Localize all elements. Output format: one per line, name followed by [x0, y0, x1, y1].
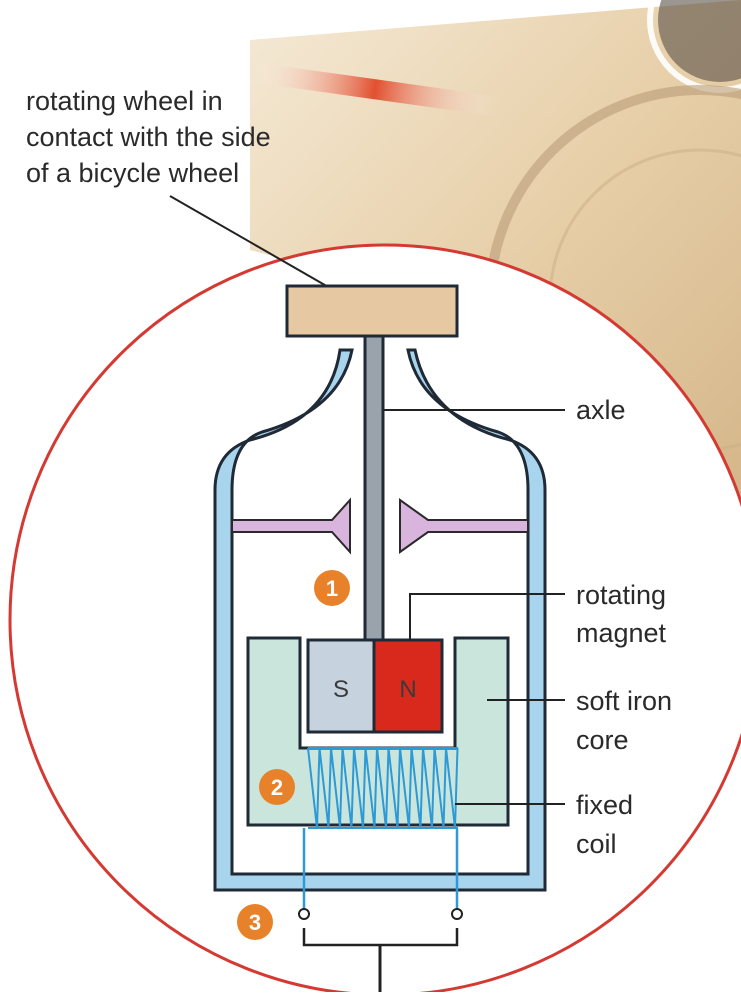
axle-label: axle	[576, 395, 626, 425]
step-badge-2: 2	[259, 769, 295, 805]
callout-line-2: contact with the side	[26, 122, 271, 152]
callout-line-1: rotating wheel in	[26, 86, 223, 116]
core-label-line-2: core	[576, 725, 629, 755]
coil-label-line-2: coil	[576, 829, 617, 859]
left-terminal	[298, 908, 310, 920]
coil-label-line-1: fixed	[576, 790, 633, 820]
right-terminal	[451, 908, 463, 920]
core-label-line-1: soft iron	[576, 686, 672, 716]
magnet-north-pole	[372, 638, 444, 734]
step-badge-1: 1	[314, 570, 350, 606]
output-wires	[302, 828, 459, 910]
axle	[363, 334, 385, 642]
rotating-wheel-cap	[285, 284, 459, 338]
magnet-label-line-1: rotating	[576, 580, 666, 610]
dynamo-casing	[213, 348, 547, 892]
magnet-label-line-2: magnet	[576, 618, 667, 648]
magnet-north-label: N	[399, 676, 416, 703]
left-bearing	[231, 497, 351, 555]
svg-text:3: 3	[249, 910, 261, 935]
callout-line-3: of a bicycle wheel	[26, 158, 239, 188]
svg-text:2: 2	[271, 775, 283, 800]
magnet-leader-line	[409, 593, 565, 640]
fixed-coil	[307, 747, 459, 829]
svg-text:1: 1	[326, 576, 338, 601]
callout-leader-line	[169, 195, 331, 289]
soft-iron-core	[246, 636, 510, 827]
step-badge-3: 3	[237, 904, 273, 940]
right-bearing	[399, 498, 529, 554]
magnet-south-pole	[306, 638, 376, 734]
magnet-south-label: S	[333, 676, 349, 703]
